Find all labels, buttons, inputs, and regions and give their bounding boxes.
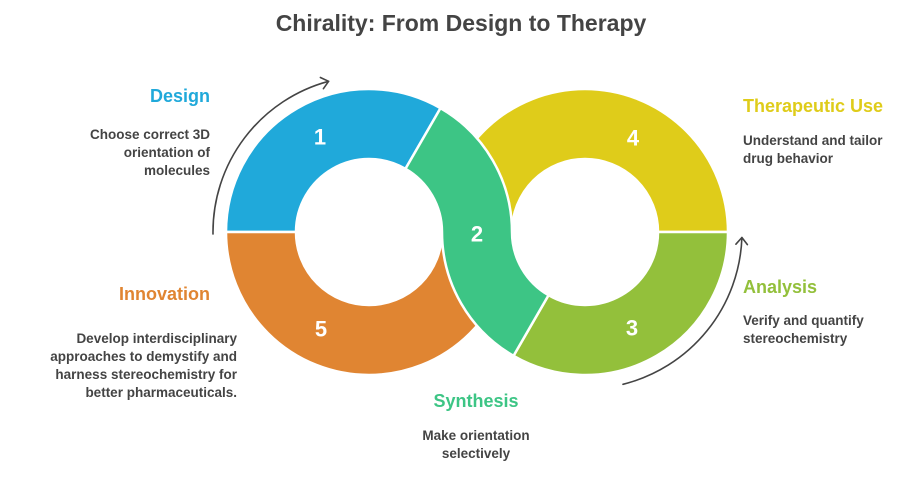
diagram-title: Chirality: From Design to Therapy	[276, 10, 647, 36]
step-innovation-label: Innovation Develop interdisciplinary app…	[50, 284, 238, 400]
analysis-cycle-arrow-icon	[622, 236, 749, 386]
step-description-line: harness stereochemistry for	[55, 367, 237, 382]
segment-3-analysis	[512, 230, 730, 377]
step-title: Innovation	[119, 284, 210, 304]
segment-4-number: 4	[627, 126, 640, 151]
step-title: Analysis	[743, 277, 817, 297]
segment-5-innovation	[224, 230, 514, 377]
segment-4-therapeutic-use	[440, 87, 730, 234]
step-description-line: Verify and quantify	[743, 313, 864, 328]
step-therapeutic-use-label: Therapeutic Use Understand and tailor dr…	[743, 96, 883, 166]
step-title: Synthesis	[433, 391, 518, 411]
step-description-line: approaches to demystify and	[50, 349, 237, 364]
step-description-line: drug behavior	[743, 151, 834, 166]
step-synthesis-label: Synthesis Make orientation selectively	[422, 391, 529, 461]
step-description-line: Make orientation	[422, 428, 529, 443]
step-title: Design	[150, 86, 210, 106]
step-description-line: Choose correct 3D	[90, 127, 210, 142]
segment-1-design	[224, 87, 442, 234]
design-cycle-arrow-icon	[212, 76, 330, 235]
step-description-line: Develop interdisciplinary	[76, 331, 237, 346]
segment-1-number: 1	[314, 125, 326, 150]
step-description-line: orientation of	[124, 145, 211, 160]
step-description-line: selectively	[442, 446, 511, 461]
segment-5-number: 5	[315, 317, 327, 342]
step-design-label: Design Choose correct 3D orientation of …	[90, 86, 211, 178]
step-description-line: stereochemistry	[743, 331, 848, 346]
step-analysis-label: Analysis Verify and quantify stereochemi…	[743, 277, 864, 346]
segment-2-number: 2	[471, 222, 483, 247]
step-title: Therapeutic Use	[743, 96, 883, 116]
step-description-line: Understand and tailor	[743, 133, 883, 148]
step-description-line: molecules	[144, 163, 210, 178]
segment-2-synthesis	[404, 106, 550, 358]
infinity-loop	[224, 87, 730, 377]
segment-3-number: 3	[626, 316, 638, 341]
step-description-line: better pharmaceuticals.	[85, 385, 237, 400]
